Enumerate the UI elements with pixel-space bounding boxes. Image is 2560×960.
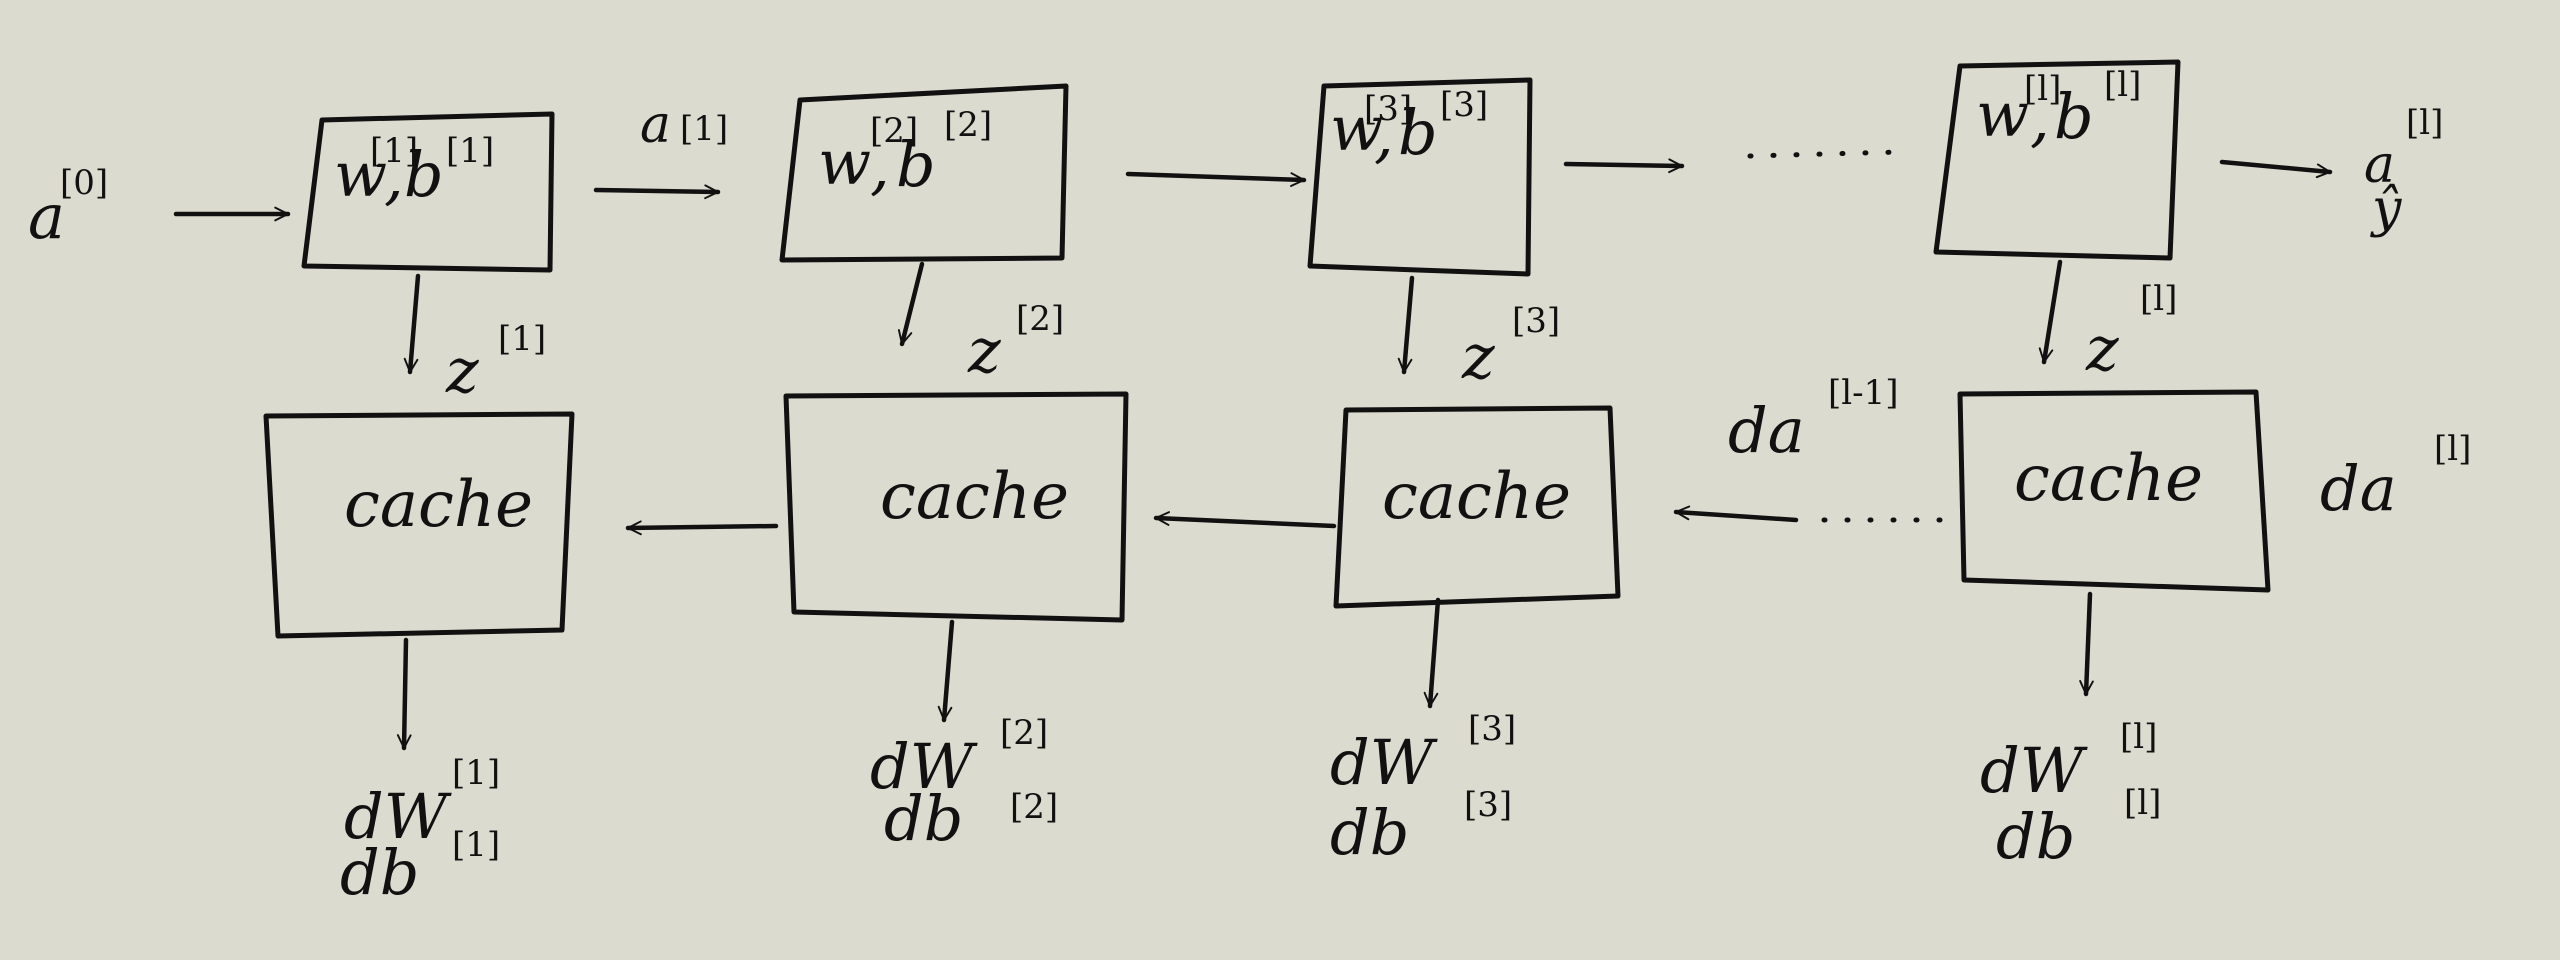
arrow-box1-to-box2 [593, 184, 721, 200]
cache-box-3 [1333, 405, 1621, 609]
grad1-db-sup: [1] [452, 825, 500, 865]
arrow-box4-to-output [2219, 159, 2333, 179]
box3-w: w [1330, 92, 1383, 165]
box1-b: b [404, 138, 444, 211]
zl-label: z [2085, 312, 2119, 385]
arrow-z3 [1397, 275, 1415, 375]
arrow-cache3-to-cache2 [1153, 511, 1337, 529]
box4-b-sup: [l] [2104, 65, 2141, 105]
box3-w-sup: [3] [1364, 89, 1412, 129]
z3-sup: [3] [1512, 301, 1560, 341]
zl-sup: [l] [2140, 279, 2177, 319]
z2-sup: [2] [1016, 299, 1064, 339]
cache2-label: cache [880, 460, 1069, 534]
box4-sep: , [2030, 82, 2050, 155]
box4-w: w [1976, 78, 2029, 151]
forward-box-3 [1307, 77, 1533, 277]
cache1-label: cache [344, 468, 533, 542]
box2-w: w [818, 126, 871, 199]
grad2-db: db [884, 782, 963, 855]
gradl-dw-sup: [l] [2120, 717, 2157, 757]
arrow-z1 [403, 273, 421, 375]
da-l-label: da [2320, 452, 2397, 525]
grad1-dw-sup: [1] [452, 753, 500, 793]
cache-box-4 [1957, 389, 2271, 593]
backward-ellipsis-text: · · · [1818, 489, 1901, 549]
box3-b: b [1398, 96, 1438, 169]
forward-ellipsis-text: · · · · [1748, 125, 1864, 185]
box2-sep: , [870, 130, 890, 203]
a1-label-sup: [1] [680, 109, 728, 149]
forward-box-2 [779, 83, 1069, 263]
forward-ellipsis-dots [1747, 149, 1903, 159]
grad2-dw-sup: [2] [1000, 713, 1048, 753]
output-yhat: ŷ [2370, 179, 2402, 239]
gradl-db-sup: [l] [2124, 783, 2161, 823]
box1-w-sup: [1] [370, 131, 418, 171]
box1-b-sup: [1] [446, 131, 494, 171]
output-a: a [2364, 135, 2395, 195]
box2-w-sup: [2] [870, 111, 918, 151]
da-lm1-label: da [1728, 394, 1805, 467]
grad3-dw-sup: [3] [1468, 709, 1516, 749]
forward-box-4 [1933, 59, 2181, 261]
gradl-dw: dW [1980, 734, 2088, 807]
box3-sep: , [1374, 98, 1394, 171]
box3-b-sup: [3] [1440, 85, 1488, 125]
arrow-gradl [2079, 591, 2094, 697]
z1-sup: [1] [498, 319, 546, 359]
z3-label: z [1461, 320, 1495, 393]
arrow-box3-to-dots [1563, 158, 1685, 174]
z1-label: z [445, 334, 479, 407]
arrow-z2 [897, 261, 925, 347]
arrow-zl [2038, 259, 2063, 365]
arrow-box2-to-box3 [1125, 171, 1307, 187]
grad1-dw: dW [344, 780, 452, 853]
z2-label: z [967, 314, 1001, 387]
box1-w: w [334, 138, 387, 211]
cache3-label: cache [1382, 460, 1571, 534]
arrow-dots-to-cache3 [1673, 505, 1799, 523]
cache-box-2 [783, 391, 1129, 623]
box1-sep: , [384, 140, 404, 213]
box2-b-sup: [2] [944, 105, 992, 145]
input-a0-sup: [0] [60, 163, 108, 203]
a1-label: a [640, 95, 671, 155]
da-l-sup: [l] [2434, 429, 2471, 469]
grad3-db-sup: [3] [1464, 785, 1512, 825]
grad2-dw: dW [870, 730, 978, 803]
arrow-grad1 [396, 637, 412, 751]
forward-box-1 [301, 111, 555, 273]
box2-b: b [896, 128, 936, 201]
arrow-grad3 [1423, 597, 1441, 709]
input-a0: a [28, 180, 65, 253]
box4-b: b [2054, 80, 2094, 153]
cache-box-1 [263, 411, 575, 639]
arrow-cache2-to-cache1 [625, 520, 779, 536]
output-a-sup: [l] [2406, 103, 2443, 143]
grad1-db: db [340, 836, 419, 909]
arrow-grad2 [937, 619, 955, 723]
da-lm1-sup: [l-1] [1828, 373, 1899, 413]
grad2-db-sup: [2] [1010, 787, 1058, 827]
gradl-db: db [1996, 800, 2075, 873]
grad3-dw: dW [1330, 726, 1438, 799]
box4-w-sup: [l] [2024, 69, 2061, 109]
grad3-db: db [1330, 796, 1409, 869]
cache4-label: cache [2014, 442, 2203, 516]
